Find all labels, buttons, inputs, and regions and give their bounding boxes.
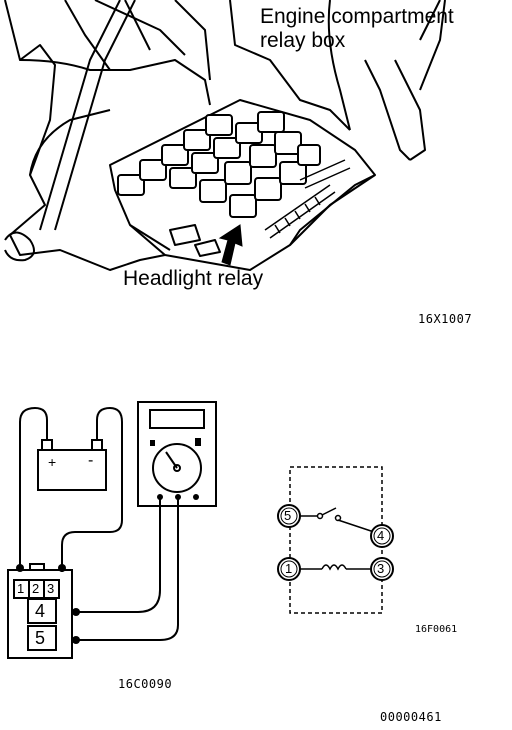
schematic-terminal-4: 4 xyxy=(377,528,385,543)
relay-terminal-2: 2 xyxy=(32,581,40,596)
relay-terminal-5: 5 xyxy=(35,628,46,648)
headlight-relay-label: Headlight relay xyxy=(123,267,264,290)
relay-terminal-4: 4 xyxy=(35,601,46,621)
figure-code-schematic: 16F0061 xyxy=(415,624,458,635)
battery-minus-sign: - xyxy=(88,452,94,469)
relay-terminal-1: 1 xyxy=(17,581,25,596)
battery xyxy=(37,449,107,491)
relay-box-label-line2: relay box xyxy=(260,29,346,52)
schematic-terminal-1: 1 xyxy=(285,561,293,576)
schematic-terminal-5: 5 xyxy=(284,508,292,523)
figure-code-test: 16C0090 xyxy=(118,677,173,691)
battery-plus-sign: + xyxy=(48,454,57,470)
page-code: 00000461 xyxy=(380,710,442,724)
schematic-terminal-3: 3 xyxy=(377,561,385,576)
relay-box-illustration xyxy=(4,0,446,271)
figure-code-top: 16X1007 xyxy=(418,312,473,326)
relay-box-label-line1: Engine compartment xyxy=(260,5,454,28)
relay-terminal-3: 3 xyxy=(47,581,55,596)
